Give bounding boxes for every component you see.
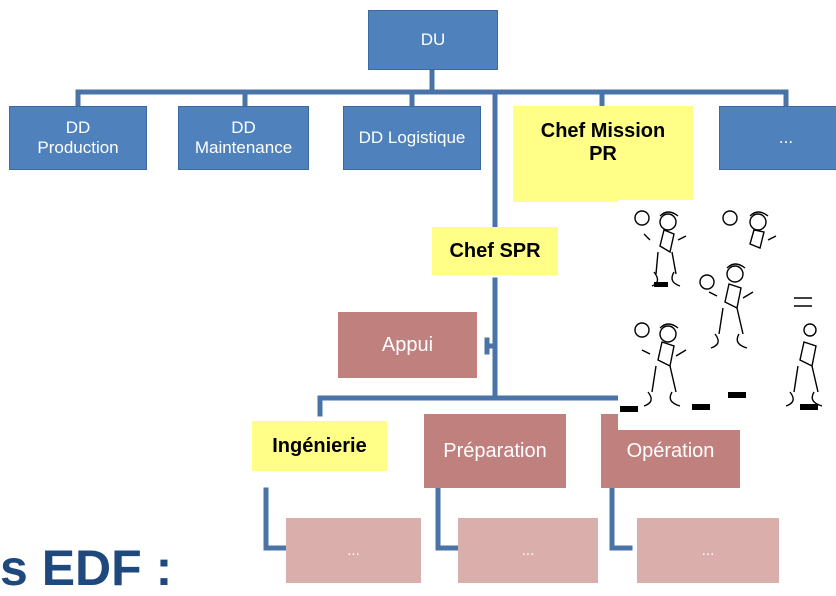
node-chef-spr: Chef SPR bbox=[432, 227, 558, 275]
node-sub-preparation: ... bbox=[458, 518, 598, 583]
slide-title-fragment: s EDF : bbox=[0, 540, 173, 596]
node-ingenierie: Ingénierie bbox=[252, 421, 387, 471]
node-preparation: Préparation bbox=[424, 414, 566, 488]
node-sub-ingenierie: ... bbox=[286, 518, 421, 583]
node-level1-ellipsis: ... bbox=[719, 106, 836, 170]
org-connectors bbox=[75, 65, 789, 551]
node-du: DU bbox=[368, 10, 498, 70]
node-chef-mission-pr: Chef Mission PR bbox=[513, 106, 693, 202]
node-appui: Appui bbox=[338, 312, 477, 378]
node-sub-operation: ... bbox=[637, 518, 779, 583]
worker-figures-clipart bbox=[620, 210, 823, 412]
node-dd-logistique: DD Logistique bbox=[343, 106, 481, 170]
node-dd-production: DD Production bbox=[9, 106, 147, 170]
node-dd-maintenance: DD Maintenance bbox=[178, 106, 309, 170]
